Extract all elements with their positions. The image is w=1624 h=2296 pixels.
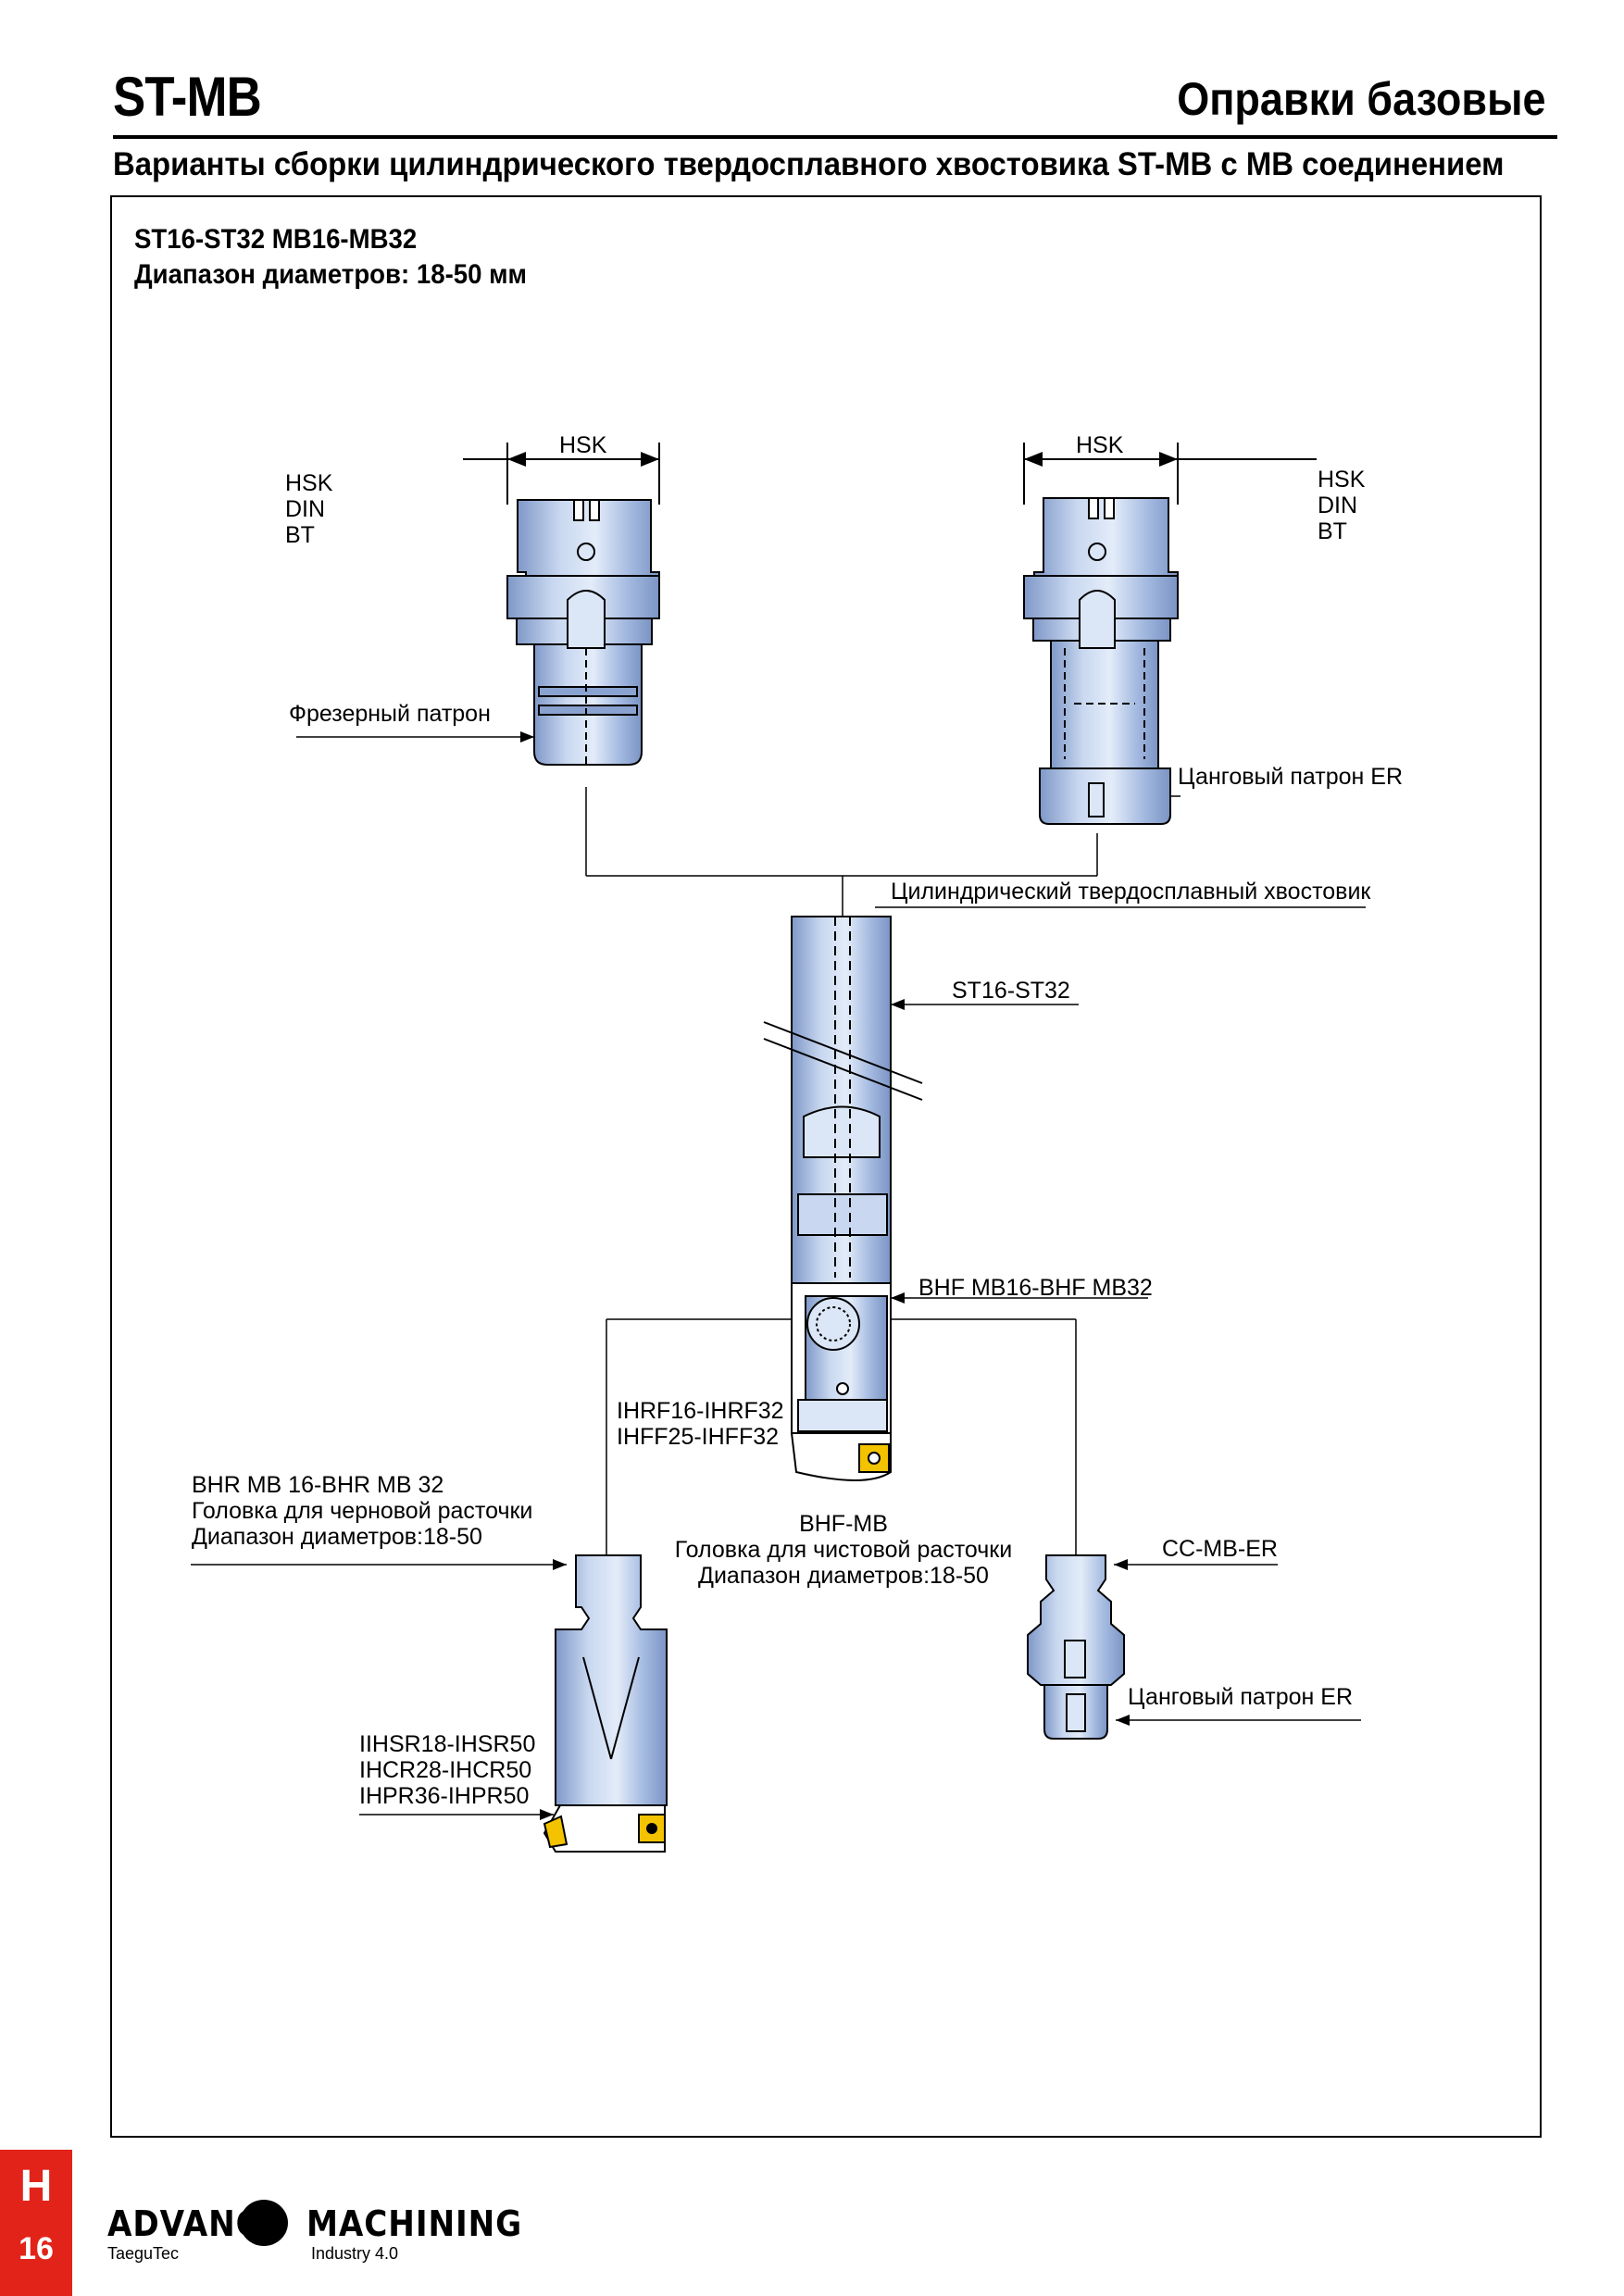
finish-insert-1: IHRF16-IHRF32 xyxy=(617,1398,784,1424)
split-lines xyxy=(606,1318,1077,1555)
header-rule xyxy=(113,135,1557,139)
bhr-range: Диапазон диаметров:18-50 xyxy=(192,1524,482,1550)
carbide-shank-label: Цилиндрический твердосплавный хвостовик xyxy=(891,879,1371,905)
cc-mb-er-label: CC-MB-ER xyxy=(1162,1536,1278,1562)
page-number: 16 xyxy=(19,2231,54,2266)
bhr-description: Головка для черновой расточки xyxy=(192,1498,533,1524)
bhf-mb-label: BHF-MB Головка для чистовой расточки Диа… xyxy=(672,1511,1015,1589)
interface-bt: BT xyxy=(1318,518,1347,544)
rough-inserts-label: IIHSR18-IHSR50 IHCR28-IHCR50 IHPR36-IHPR… xyxy=(359,1731,535,1809)
leader-lines xyxy=(191,731,1366,1820)
bhr-model: BHR MB 16-BHR MB 32 xyxy=(192,1472,444,1498)
bhf-finishing-head xyxy=(790,1282,892,1481)
bhf-description: Головка для чистовой расточки xyxy=(674,1537,1013,1563)
bhf-head-label: BHF MB16-BHF MB32 xyxy=(918,1275,1153,1301)
bhr-rough-boring-head xyxy=(543,1554,668,1853)
finish-insert-2: IHFF25-IHFF32 xyxy=(617,1424,780,1450)
section-title: Оправки базовые xyxy=(1177,73,1546,125)
panel-series: ST16-ST32 MB16-MB32 xyxy=(134,224,418,255)
st-range-label: ST16-ST32 xyxy=(952,978,1070,1004)
section-tab: H 16 xyxy=(0,2150,72,2296)
section-letter: H xyxy=(19,2162,53,2211)
interface-hsk: HSK xyxy=(1318,467,1366,493)
finish-inserts-label: IHRF16-IHRF32 IHFF25-IHFF32 xyxy=(617,1398,784,1450)
rough-insert-2: IHCR28-IHCR50 xyxy=(359,1757,532,1783)
logo-e-mark xyxy=(240,2200,288,2246)
logo-left-word: ADVANC xyxy=(107,2203,260,2244)
collet-chuck-bottom-label: Цанговый патрон ER xyxy=(1128,1684,1354,1710)
hsk-dimension-label-right: HSK xyxy=(1076,432,1124,458)
hsk-collet-chuck-er xyxy=(1023,497,1179,825)
interface-list-left: HSK DIN BT xyxy=(285,470,332,548)
carbide-shank xyxy=(791,916,892,1284)
product-code: ST-MB xyxy=(113,66,262,128)
interface-bt: BT xyxy=(285,522,315,548)
logo-tagline: Industry 4.0 xyxy=(311,2244,399,2263)
bhr-head-label: BHR MB 16-BHR MB 32 Головка для черновой… xyxy=(192,1472,532,1550)
collet-chuck-top-label: Цанговый патрон ER xyxy=(1178,764,1404,790)
interface-hsk: HSK xyxy=(285,470,333,496)
break-lines xyxy=(763,1021,923,1101)
hsk-dimension-label-left: HSK xyxy=(559,432,607,458)
milling-chuck-label: Фрезерный патрон xyxy=(289,701,491,727)
rough-insert-1: IIHSR18-IHSR50 xyxy=(359,1731,536,1757)
panel-heading: ST16-ST32 MB16-MB32 Диапазон диаметров: … xyxy=(134,222,527,293)
interface-din: DIN xyxy=(1318,493,1358,518)
diagram-frame xyxy=(110,195,1542,2138)
cc-mb-er-collet-chuck xyxy=(1027,1554,1125,1740)
logo-right-word: MACHINING xyxy=(306,2203,523,2244)
advance-machining-logo: ADVANC MACHINING TaeguTec Industry 4.0 xyxy=(107,2200,521,2270)
rough-insert-3: IHPR36-IHPR50 xyxy=(359,1783,530,1809)
bhf-range: Диапазон диаметров:18-50 xyxy=(698,1563,989,1589)
hsk-milling-chuck xyxy=(506,499,660,768)
connector-lines xyxy=(585,787,1098,917)
logo-wordmark: ADVANC MACHINING xyxy=(107,2203,522,2244)
interface-list-right: HSK DIN BT xyxy=(1318,467,1365,544)
logo-brand: TaeguTec xyxy=(107,2244,180,2263)
page-subtitle: Варианты сборки цилиндрического твердосп… xyxy=(113,146,1505,182)
bhf-model: BHF-MB xyxy=(799,1511,888,1537)
interface-din: DIN xyxy=(285,496,326,522)
hsk-dimension-lines xyxy=(463,443,1317,505)
panel-range: Диапазон диаметров: 18-50 мм xyxy=(134,259,527,290)
